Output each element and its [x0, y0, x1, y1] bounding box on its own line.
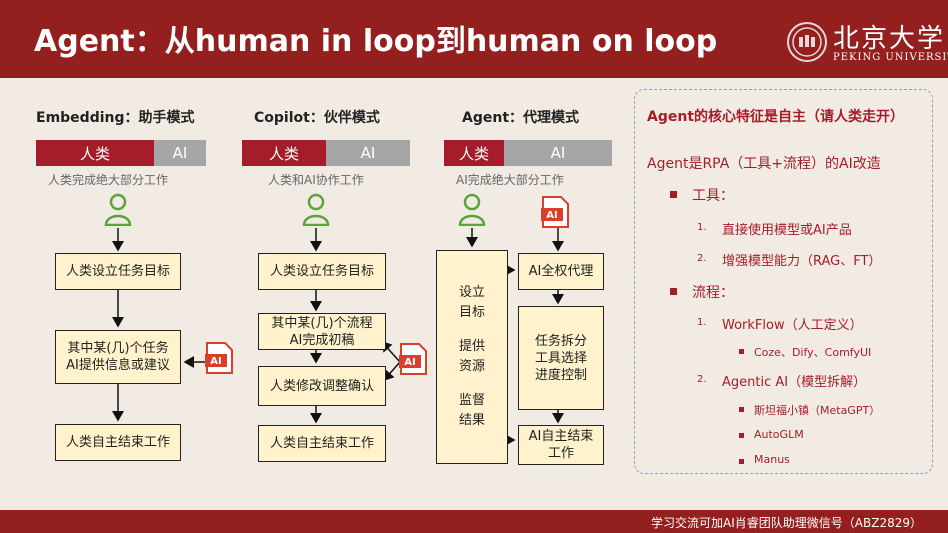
human-segment: 人类: [444, 140, 504, 166]
col2-step-set-goal: 人类设立任务目标: [258, 253, 386, 290]
oversight-line: 结果: [458, 413, 485, 428]
svg-text:AI: AI: [546, 210, 557, 221]
pku-emblem-icon: [787, 22, 827, 62]
right-panel: [634, 89, 933, 474]
col1-step-line1: 其中某(几)个任务: [67, 341, 169, 356]
process-label: 流程：: [692, 285, 734, 301]
person-icon: [301, 192, 331, 230]
workflow-example: Coze、Dify、ComfyUI: [754, 346, 872, 359]
process-line: 进度控制: [534, 367, 587, 383]
oversight-line: 资源: [458, 359, 485, 374]
col3-step-ai-process: 任务拆分 工具选择 进度控制: [518, 306, 604, 410]
svg-text:AI: AI: [210, 356, 221, 367]
col3-title: Agent：代理模式: [462, 110, 580, 126]
oversight-line: 提供: [458, 339, 485, 354]
col2-step-line1: 其中某(几)个流程: [271, 315, 373, 331]
logo-english: PEKING UNIVERSITY: [833, 52, 948, 63]
footer-note: 学习交流可加AI肖睿团队助理微信号（ABZ2829）: [651, 516, 922, 530]
ai-segment: AI: [326, 140, 410, 166]
oversight-line: 目标: [458, 305, 485, 320]
col3-step-finish: AI自主结束 工作: [518, 425, 604, 465]
col3-human-oversight-box: 设立 目标 提供 资源 监督 结果: [436, 250, 508, 464]
ai-document-icon: AI: [204, 342, 234, 378]
col1-title: Embedding：助手模式: [36, 110, 195, 126]
logo-chinese: 北京大学: [833, 24, 946, 54]
col2-caption: 人类和AI协作工作: [268, 173, 364, 187]
human-segment: 人类: [242, 140, 326, 166]
process-line: 任务拆分: [534, 333, 587, 349]
finish-line1: AI自主结束: [528, 429, 594, 444]
tool-item-1: 直接使用模型或AI产品: [722, 223, 852, 238]
finish-line2: 工作: [547, 446, 574, 461]
col2-step-line2: AI完成初稿: [289, 332, 355, 348]
bullet-square-icon: [670, 288, 677, 295]
col2-step-finish: 人类自主结束工作: [258, 425, 386, 462]
ai-segment: AI: [154, 140, 206, 166]
tools-label: 工具：: [692, 188, 734, 204]
list-number: 2.: [697, 253, 707, 264]
ai-segment: AI: [504, 140, 612, 166]
process-line: 工具选择: [534, 350, 587, 366]
list-number: 2.: [697, 374, 707, 385]
col1-step-set-goal: 人类设立任务目标: [55, 253, 181, 290]
process-item-agentic: Agentic AI（模型拆解）: [722, 375, 867, 390]
col1-ratio-bar: 人类 AI: [36, 140, 206, 166]
col2-step-review: 人类修改调整确认: [258, 366, 386, 406]
agentic-example-1: 斯坦福小镇（MetaGPT）: [754, 404, 881, 417]
col1-step-ai-assist: 其中某(几)个任务 AI提供信息或建议: [55, 330, 181, 384]
col1-step-finish: 人类自主结束工作: [55, 424, 181, 461]
process-item-workflow: WorkFlow（人工定义）: [722, 318, 863, 333]
col3-ratio-bar: 人类 AI: [444, 140, 612, 166]
oversight-line: 设立: [458, 285, 485, 300]
oversight-line: 监督: [458, 393, 485, 408]
col1-step-line2: AI提供信息或建议: [66, 358, 170, 373]
list-number: 1.: [697, 317, 707, 328]
col2-title: Copilot：伙伴模式: [254, 110, 380, 126]
person-icon: [457, 192, 487, 230]
bullet-square-icon: [670, 191, 677, 198]
svg-text:AI: AI: [404, 357, 415, 368]
page-title: Agent：从human in loop到human on loop: [34, 24, 718, 59]
bullet-square-icon: [739, 407, 744, 412]
person-icon: [103, 192, 133, 230]
ai-document-icon: AI: [398, 343, 428, 379]
footer-bar: [0, 510, 948, 533]
bullet-square-icon: [739, 349, 744, 354]
panel-subtitle: Agent是RPA（工具+流程）的AI改造: [647, 156, 881, 172]
col2-step-ai-draft: 其中某(几)个流程 AI完成初稿: [258, 313, 386, 350]
col1-caption: 人类完成绝大部分工作: [48, 173, 169, 187]
agentic-example-2: AutoGLM: [754, 428, 804, 441]
bullet-square-icon: [739, 459, 744, 464]
list-number: 1.: [697, 222, 707, 233]
agentic-example-3: Manus: [754, 453, 790, 466]
ai-document-icon: AI: [540, 196, 570, 232]
col3-step-ai-proxy: AI全权代理: [518, 253, 604, 290]
bullet-square-icon: [739, 433, 744, 438]
panel-title: Agent的核心特征是自主（请人类走开）: [647, 109, 905, 125]
col2-ratio-bar: 人类 AI: [242, 140, 410, 166]
tool-item-2: 增强模型能力（RAG、FT）: [722, 254, 882, 269]
human-segment: 人类: [36, 140, 154, 166]
col3-caption: AI完成绝大部分工作: [456, 173, 564, 187]
